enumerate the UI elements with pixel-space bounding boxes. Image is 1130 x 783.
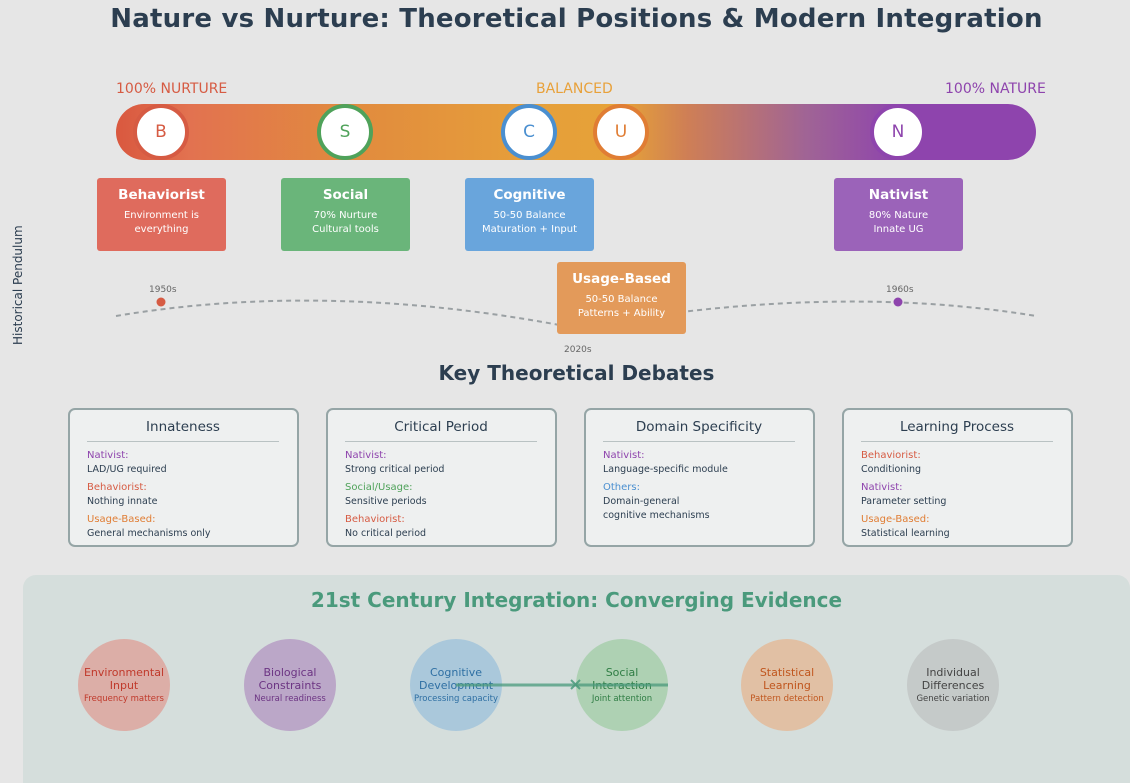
position-label: Others: <box>603 482 640 493</box>
debates-section-title: Key Theoretical Debates <box>438 361 715 385</box>
position-text: Strong critical period <box>345 464 445 475</box>
usage-based-card[interactable]: Usage-Based 50-50 Balance Patterns + Abi… <box>557 262 686 334</box>
year-label-1960s: 1960s <box>886 285 914 295</box>
card-title: Nativist <box>868 187 929 203</box>
factor-title: Learning <box>763 679 811 692</box>
cognitive-node[interactable]: C <box>501 104 557 160</box>
factor-title: Input <box>109 679 139 692</box>
card-line: 50-50 Balance <box>585 294 658 305</box>
balanced-scale-label: BALANCED <box>536 81 613 97</box>
position-label: Behaviorist: <box>861 450 921 461</box>
factor-subtitle: Frequency matters <box>84 694 164 704</box>
card-title: Usage-Based <box>572 271 671 287</box>
position-text: Conditioning <box>861 464 922 475</box>
cognitive-card[interactable]: Cognitive 50-50 Balance Maturation + Inp… <box>465 178 594 251</box>
factor-cognitive-development[interactable]: Cognitive Development Processing capacit… <box>410 639 502 731</box>
debate-title: Domain Specificity <box>603 419 795 442</box>
nurture-scale-label: 100% NURTURE <box>116 81 228 97</box>
card-line: 80% Nature <box>868 210 929 221</box>
factor-title: Differences <box>921 679 985 692</box>
position-text: General mechanisms only <box>87 528 211 539</box>
position-label: Behaviorist: <box>345 514 405 525</box>
timeline-point-1960s <box>893 297 903 307</box>
debate-title: Learning Process <box>861 419 1053 442</box>
card-line: 50-50 Balance <box>493 210 566 221</box>
year-label-1950s: 1950s <box>149 285 177 295</box>
position-text: No critical period <box>345 528 427 539</box>
card-line: Cultural tools <box>312 224 379 235</box>
factor-subtitle: Neural readiness <box>254 694 326 704</box>
position-label: Usage-Based: <box>87 514 156 525</box>
position-label: Nativist: <box>87 450 129 461</box>
position-text: LAD/UG required <box>87 464 167 475</box>
debate-card-domain-specificity: Domain Specificity Nativist: Language-sp… <box>584 408 815 547</box>
factor-title: Social <box>605 666 639 679</box>
debate-title: Innateness <box>87 419 279 442</box>
position-label: Behaviorist: <box>87 482 147 493</box>
position-text: Parameter setting <box>861 496 947 507</box>
debate-card-critical-period: Critical Period Nativist: Strong critica… <box>326 408 557 547</box>
factor-subtitle: Pattern detection <box>750 694 824 704</box>
card-title: Behaviorist <box>118 187 205 203</box>
factor-statistical-learning[interactable]: Statistical Learning Pattern detection <box>741 639 833 731</box>
factor-subtitle: Genetic variation <box>916 694 990 704</box>
card-line: Environment is <box>123 210 200 221</box>
position-label: Social/Usage: <box>345 482 413 493</box>
card-line: Innate UG <box>873 224 924 235</box>
position-label: Nativist: <box>603 450 645 461</box>
nature-scale-label: 100% NATURE <box>945 81 1046 97</box>
factor-title: Statistical <box>759 666 815 679</box>
position-label: Usage-Based: <box>861 514 930 525</box>
factor-subtitle: Processing capacity <box>414 694 498 704</box>
factor-title: Environmental <box>83 666 165 679</box>
integration-title: 21st Century Integration: Converging Evi… <box>310 588 843 612</box>
nativist-node[interactable]: N <box>870 104 926 160</box>
position-text: Language-specific module <box>603 464 728 475</box>
factor-biological-constraints[interactable]: Biological Constraints Neural readiness <box>244 639 336 731</box>
position-text: Statistical learning <box>861 528 950 539</box>
card-line: everything <box>134 224 189 235</box>
position-text: Sensitive periods <box>345 496 427 507</box>
social-node[interactable]: S <box>317 104 373 160</box>
nativist-card[interactable]: Nativist 80% Nature Innate UG <box>834 178 963 251</box>
factor-subtitle: Joint attention <box>591 694 653 704</box>
debate-title: Critical Period <box>345 419 537 442</box>
factor-title: Biological <box>263 666 317 679</box>
page-title: Nature vs Nurture: Theoretical Positions… <box>110 4 1043 34</box>
card-line: Patterns + Ability <box>577 308 666 319</box>
position-text: cognitive mechanisms <box>603 510 710 521</box>
card-line: Maturation + Input <box>481 224 578 235</box>
position-label: Nativist: <box>861 482 903 493</box>
factor-title: Development <box>418 679 494 692</box>
position-label: Nativist: <box>345 450 387 461</box>
position-text: Nothing innate <box>87 496 158 507</box>
card-title: Cognitive <box>493 187 566 203</box>
debate-card-learning-process: Learning Process Behaviorist: Conditioni… <box>842 408 1073 547</box>
factor-title: Individual <box>926 666 980 679</box>
factor-title: Interaction <box>592 679 652 692</box>
year-label-2020s: 2020s <box>564 345 592 355</box>
timeline-point-1950s <box>156 297 166 307</box>
factor-title: Cognitive <box>429 666 483 679</box>
factor-environmental-input[interactable]: Environmental Input Frequency matters <box>78 639 170 731</box>
behaviorist-node[interactable]: B <box>133 104 189 160</box>
factor-social-interaction[interactable]: Social Interaction Joint attention <box>576 639 668 731</box>
card-title: Social <box>322 187 369 203</box>
social-card[interactable]: Social 70% Nurture Cultural tools <box>281 178 410 251</box>
usage-based-node[interactable]: U <box>593 104 649 160</box>
behaviorist-card[interactable]: Behaviorist Environment is everything <box>97 178 226 251</box>
position-text: Domain-general <box>603 496 680 507</box>
card-line: 70% Nurture <box>313 210 378 221</box>
factor-individual-differences[interactable]: Individual Differences Genetic variation <box>907 639 999 731</box>
debate-card-innateness: Innateness Nativist: LAD/UG required Beh… <box>68 408 299 547</box>
factor-title: Constraints <box>258 679 322 692</box>
